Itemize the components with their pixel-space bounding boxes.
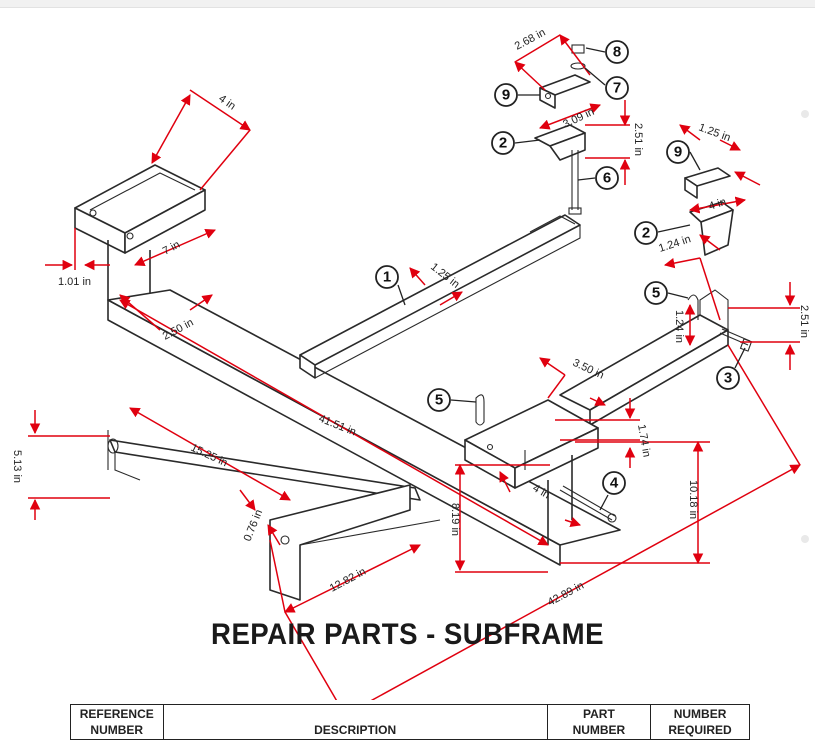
dim-42-89: 42.89 in — [546, 580, 586, 609]
parts-table: REFERENCE NUMBER DESCRIPTION PART NUMBER… — [70, 704, 750, 740]
header-reference-number: REFERENCE NUMBER — [70, 704, 164, 740]
dimension-lines — [28, 34, 801, 700]
callout-9a: 9 — [502, 87, 510, 104]
dim-2-51-top: 2.51 in — [632, 123, 644, 156]
dim-7in: 7 in — [161, 239, 182, 258]
callout-9b: 9 — [674, 144, 682, 161]
callout-2b: 2 — [642, 225, 650, 242]
dim-4in-right: 4 in — [707, 196, 728, 213]
dim-1-01: 1.01 in — [58, 276, 91, 288]
dim-8-19: 8.19 in — [449, 503, 461, 536]
dim-1-24-b: 1.24 in — [673, 310, 685, 343]
dim-5-13: 5.13 in — [11, 450, 23, 483]
dim-0-76: 0.76 in — [242, 508, 265, 543]
table-header-row: REFERENCE NUMBER DESCRIPTION PART NUMBER… — [70, 704, 750, 740]
callout-8: 8 — [613, 44, 621, 61]
dim-2-51-right: 2.51 in — [798, 305, 810, 338]
dim-12-82: 12.82 in — [328, 566, 368, 595]
dim-1-74: 1.74 in — [635, 423, 653, 458]
subframe-line-art — [74, 44, 753, 601]
callouts: 1 2 2 3 4 5 5 6 7 8 9 9 — [375, 40, 746, 511]
callout-5a: 5 — [435, 392, 443, 409]
dim-1-24-a: 1.24 in — [657, 233, 692, 255]
callout-1: 1 — [383, 269, 391, 286]
page-title: REPAIR PARTS - SUBFRAME — [211, 618, 604, 651]
subframe-diagram: 4 in 1.01 in 7 in 2.50 in 1.25 in 2.68 i… — [11, 27, 810, 700]
callout-3: 3 — [724, 370, 732, 387]
dim-1-25-right: 1.25 in — [697, 122, 732, 145]
header-description: DESCRIPTION — [162, 704, 548, 740]
dim-10-18: 10.18 in — [687, 480, 699, 519]
callout-5b: 5 — [652, 285, 660, 302]
header-number-required: NUMBER REQUIRED — [650, 704, 750, 740]
callout-6: 6 — [603, 170, 611, 187]
scroll-indicator — [801, 535, 809, 543]
dim-3-09: 3.09 in — [561, 106, 596, 131]
callout-4: 4 — [610, 475, 619, 492]
header-part-number: PART NUMBER — [546, 704, 652, 740]
dim-2-68: 2.68 in — [513, 27, 548, 53]
scroll-indicator — [801, 110, 809, 118]
callout-7: 7 — [613, 80, 621, 97]
callout-2a: 2 — [499, 135, 507, 152]
window-top-bar — [0, 0, 815, 8]
